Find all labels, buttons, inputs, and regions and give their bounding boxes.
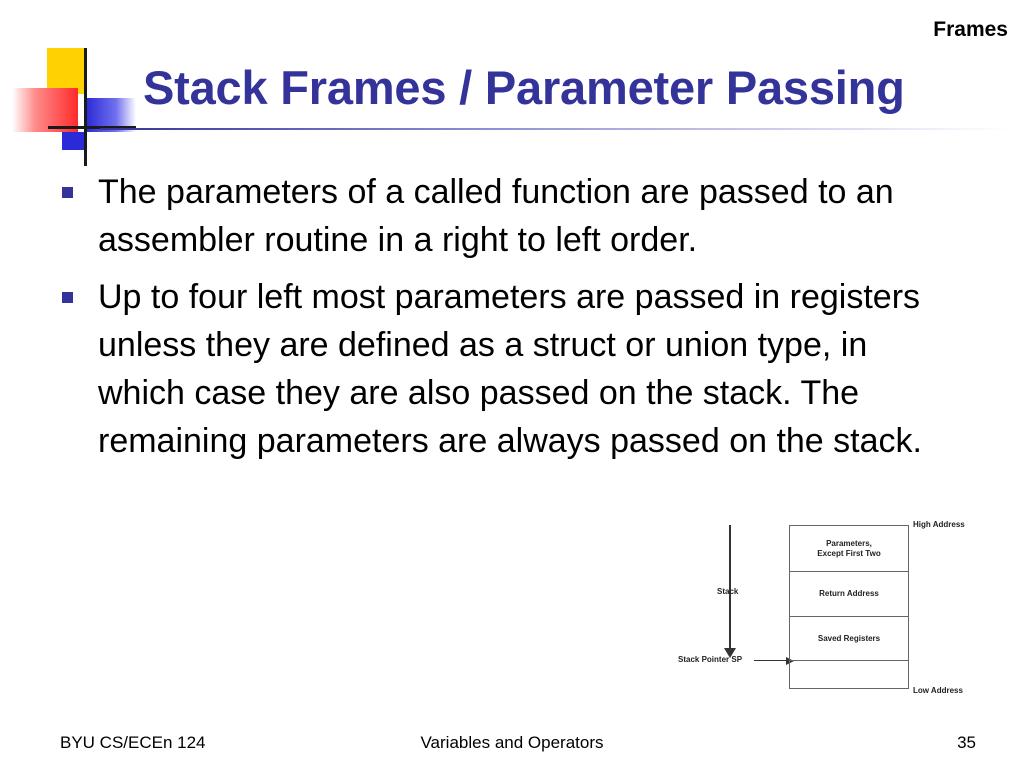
bullet-list: The parameters of a called function are … bbox=[60, 168, 940, 474]
frame-cell-label: Return Address bbox=[819, 589, 879, 598]
stack-pointer-label: Stack Pointer SP bbox=[678, 655, 743, 664]
logo-horizontal-line bbox=[48, 126, 136, 129]
frame-cell-saved-registers: Saved Registers bbox=[790, 617, 908, 661]
page-number: 35 bbox=[957, 733, 976, 752]
frame-cell-return-address: Return Address bbox=[790, 572, 908, 617]
stack-frame-diagram: Stack Stack Pointer SP Parameters, Excep… bbox=[660, 510, 990, 700]
decorative-logo bbox=[0, 0, 140, 170]
stack-pointer-arrow bbox=[754, 660, 788, 661]
frame-cell-label: Parameters, Except First Two bbox=[817, 538, 881, 558]
logo-yellow-square bbox=[47, 48, 85, 94]
logo-red-square bbox=[12, 88, 78, 132]
footer-course: BYU CS/ECEn 124 bbox=[60, 733, 206, 752]
stack-growth-arrow bbox=[729, 525, 731, 650]
footer-topic: Variables and Operators bbox=[420, 733, 604, 752]
stack-frame-box: Parameters, Except First Two Return Addr… bbox=[789, 525, 909, 689]
logo-blue-small-square bbox=[62, 132, 84, 150]
frame-cell-label: Saved Registers bbox=[817, 633, 881, 643]
stack-label: Stack bbox=[717, 587, 739, 596]
frame-cell-parameters: Parameters, Except First Two bbox=[790, 526, 908, 572]
bullet-text: The parameters of a called function are … bbox=[98, 173, 894, 259]
slide-title: Stack Frames / Parameter Passing bbox=[143, 61, 905, 114]
bullet-item: Up to four left most parameters are pass… bbox=[60, 273, 940, 465]
frame-cell-empty bbox=[790, 661, 908, 689]
low-address-label: Low Address bbox=[913, 686, 963, 695]
arrow-right-icon bbox=[786, 657, 794, 665]
bullet-item: The parameters of a called function are … bbox=[60, 168, 940, 264]
logo-vertical-line bbox=[84, 48, 87, 166]
high-address-label: High Address bbox=[913, 520, 965, 529]
title-underline bbox=[100, 128, 1010, 130]
square-bullet-icon bbox=[62, 292, 73, 303]
square-bullet-icon bbox=[62, 187, 73, 198]
bullet-text: Up to four left most parameters are pass… bbox=[98, 278, 922, 460]
arrow-down-icon bbox=[724, 648, 736, 658]
section-label: Frames bbox=[933, 18, 1008, 41]
